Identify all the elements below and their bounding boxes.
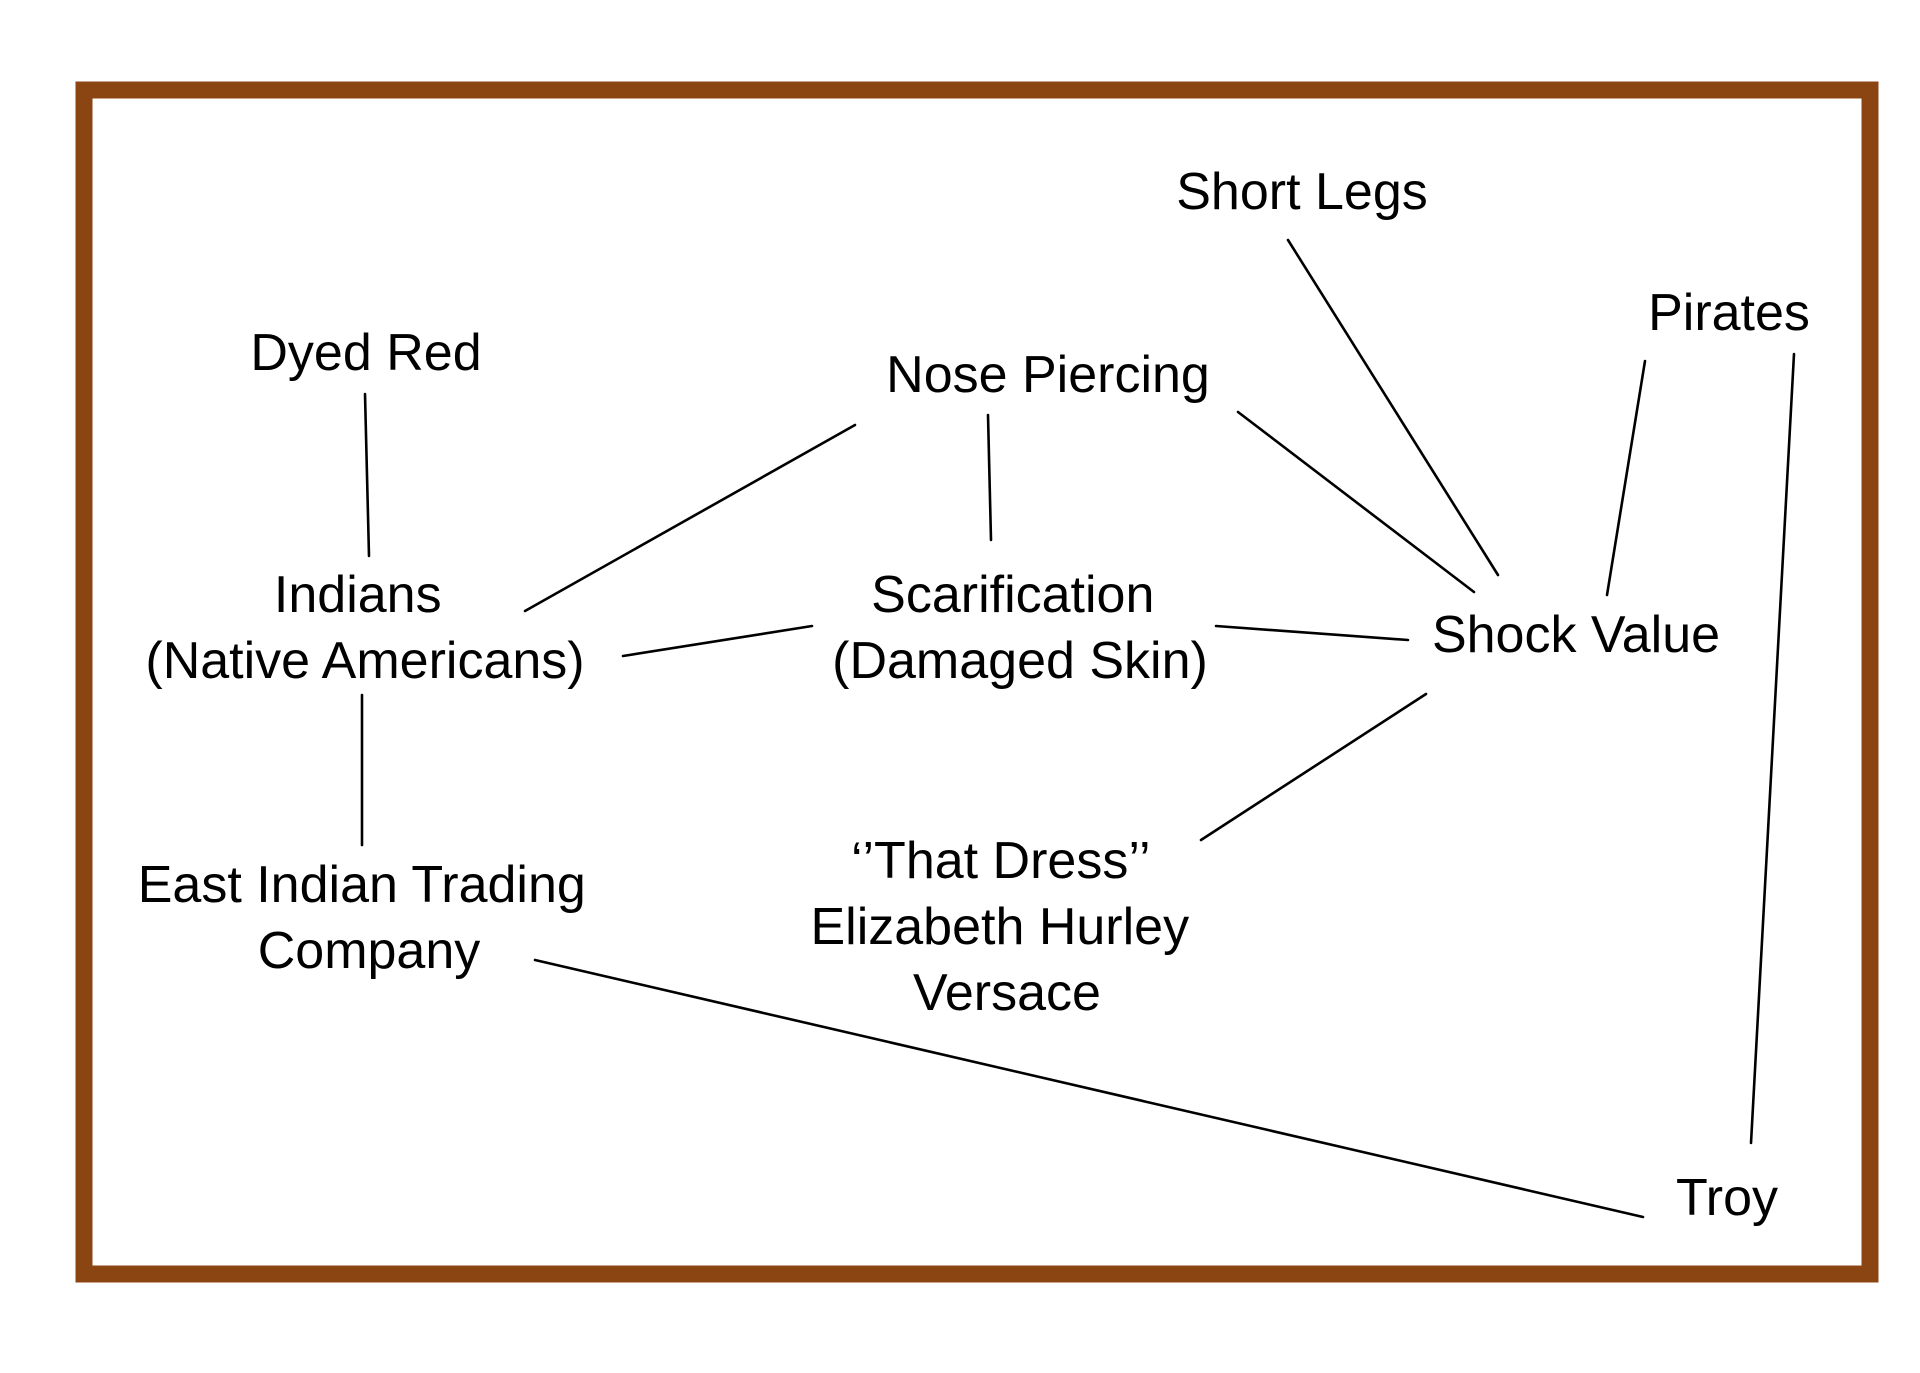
node-east-indian-line-1: East Indian Trading bbox=[138, 856, 586, 914]
diagram-frame bbox=[75, 81, 1879, 1283]
node-pirates-line-1: Pirates bbox=[1648, 284, 1810, 342]
edge-nose-piercing-shock-value bbox=[1236, 410, 1476, 594]
node-pirates: Pirates bbox=[1648, 284, 1810, 342]
node-shock-value: Shock Value bbox=[1432, 606, 1720, 664]
node-that-dress: ‘’That Dress’’ Elizabeth Hurley Versace bbox=[810, 832, 1203, 1022]
node-indians-line-2: (Native Americans) bbox=[145, 632, 584, 690]
node-troy: Troy bbox=[1676, 1169, 1778, 1227]
node-east-indian-trading-company: East Indian Trading Company bbox=[138, 856, 601, 980]
node-that-dress-line-3: Versace bbox=[913, 964, 1101, 1022]
node-scarification: Scarification (Damaged Skin) bbox=[832, 566, 1208, 690]
edge-shock-value-that-dress bbox=[1199, 692, 1428, 842]
node-troy-line-1: Troy bbox=[1676, 1169, 1778, 1227]
node-that-dress-line-1: ‘’That Dress’’ bbox=[851, 832, 1149, 890]
node-indians-line-1: Indians bbox=[274, 566, 442, 624]
edge-pirates-shock-value bbox=[1605, 359, 1647, 597]
edge-scarification-shock-value bbox=[1214, 624, 1410, 642]
node-dyed-red-line-1: Dyed Red bbox=[250, 324, 481, 382]
node-indians: Indians (Native Americans) bbox=[145, 566, 584, 690]
edge-pirates-troy bbox=[1749, 352, 1796, 1145]
edge-indians-scarification bbox=[621, 624, 814, 658]
edge-dyed-red-indians bbox=[363, 392, 371, 558]
node-nose-piercing: Nose Piercing bbox=[886, 346, 1210, 404]
edge-nose-piercing-scarification bbox=[986, 413, 993, 542]
node-scarification-line-2: (Damaged Skin) bbox=[832, 632, 1208, 690]
node-east-indian-line-2: Company bbox=[258, 922, 481, 980]
edge-short-legs-shock-value bbox=[1286, 238, 1500, 577]
node-that-dress-line-2: Elizabeth Hurley bbox=[810, 898, 1189, 956]
edge-east-indian-troy bbox=[533, 958, 1645, 1219]
node-scarification-line-1: Scarification bbox=[871, 566, 1154, 624]
node-shock-value-line-1: Shock Value bbox=[1432, 606, 1720, 664]
node-short-legs: Short Legs bbox=[1176, 163, 1428, 221]
node-nose-piercing-line-1: Nose Piercing bbox=[886, 346, 1210, 404]
node-dyed-red: Dyed Red bbox=[250, 324, 481, 382]
edge-indians-nose-piercing bbox=[523, 423, 857, 613]
node-short-legs-line-1: Short Legs bbox=[1176, 163, 1428, 221]
